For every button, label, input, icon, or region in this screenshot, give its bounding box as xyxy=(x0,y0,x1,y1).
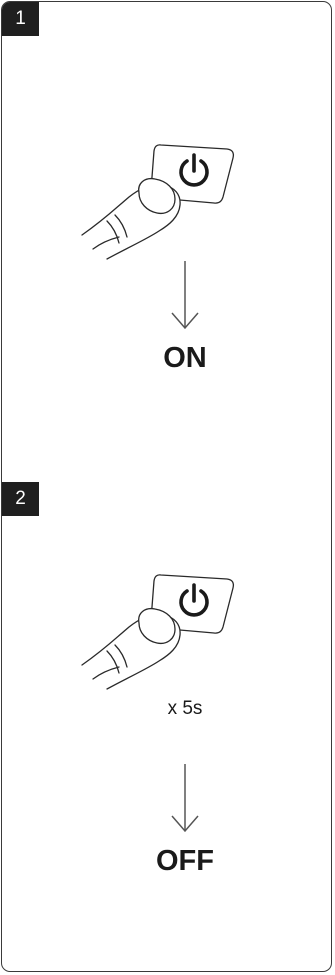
finger-press-power-button-illustration xyxy=(77,139,247,264)
result-on-label: ON xyxy=(2,342,335,375)
step-1-badge: 1 xyxy=(2,2,39,36)
finger-press-icon xyxy=(82,179,180,259)
hold-duration-label: x 5s xyxy=(2,698,335,720)
arrow-down-icon xyxy=(170,259,200,331)
finger-press-power-button-illustration xyxy=(77,569,247,694)
step-2-badge: 2 xyxy=(2,482,39,516)
result-off-label: OFF xyxy=(2,845,335,878)
finger-press-icon xyxy=(82,609,180,689)
arrow-down-icon xyxy=(170,762,200,834)
